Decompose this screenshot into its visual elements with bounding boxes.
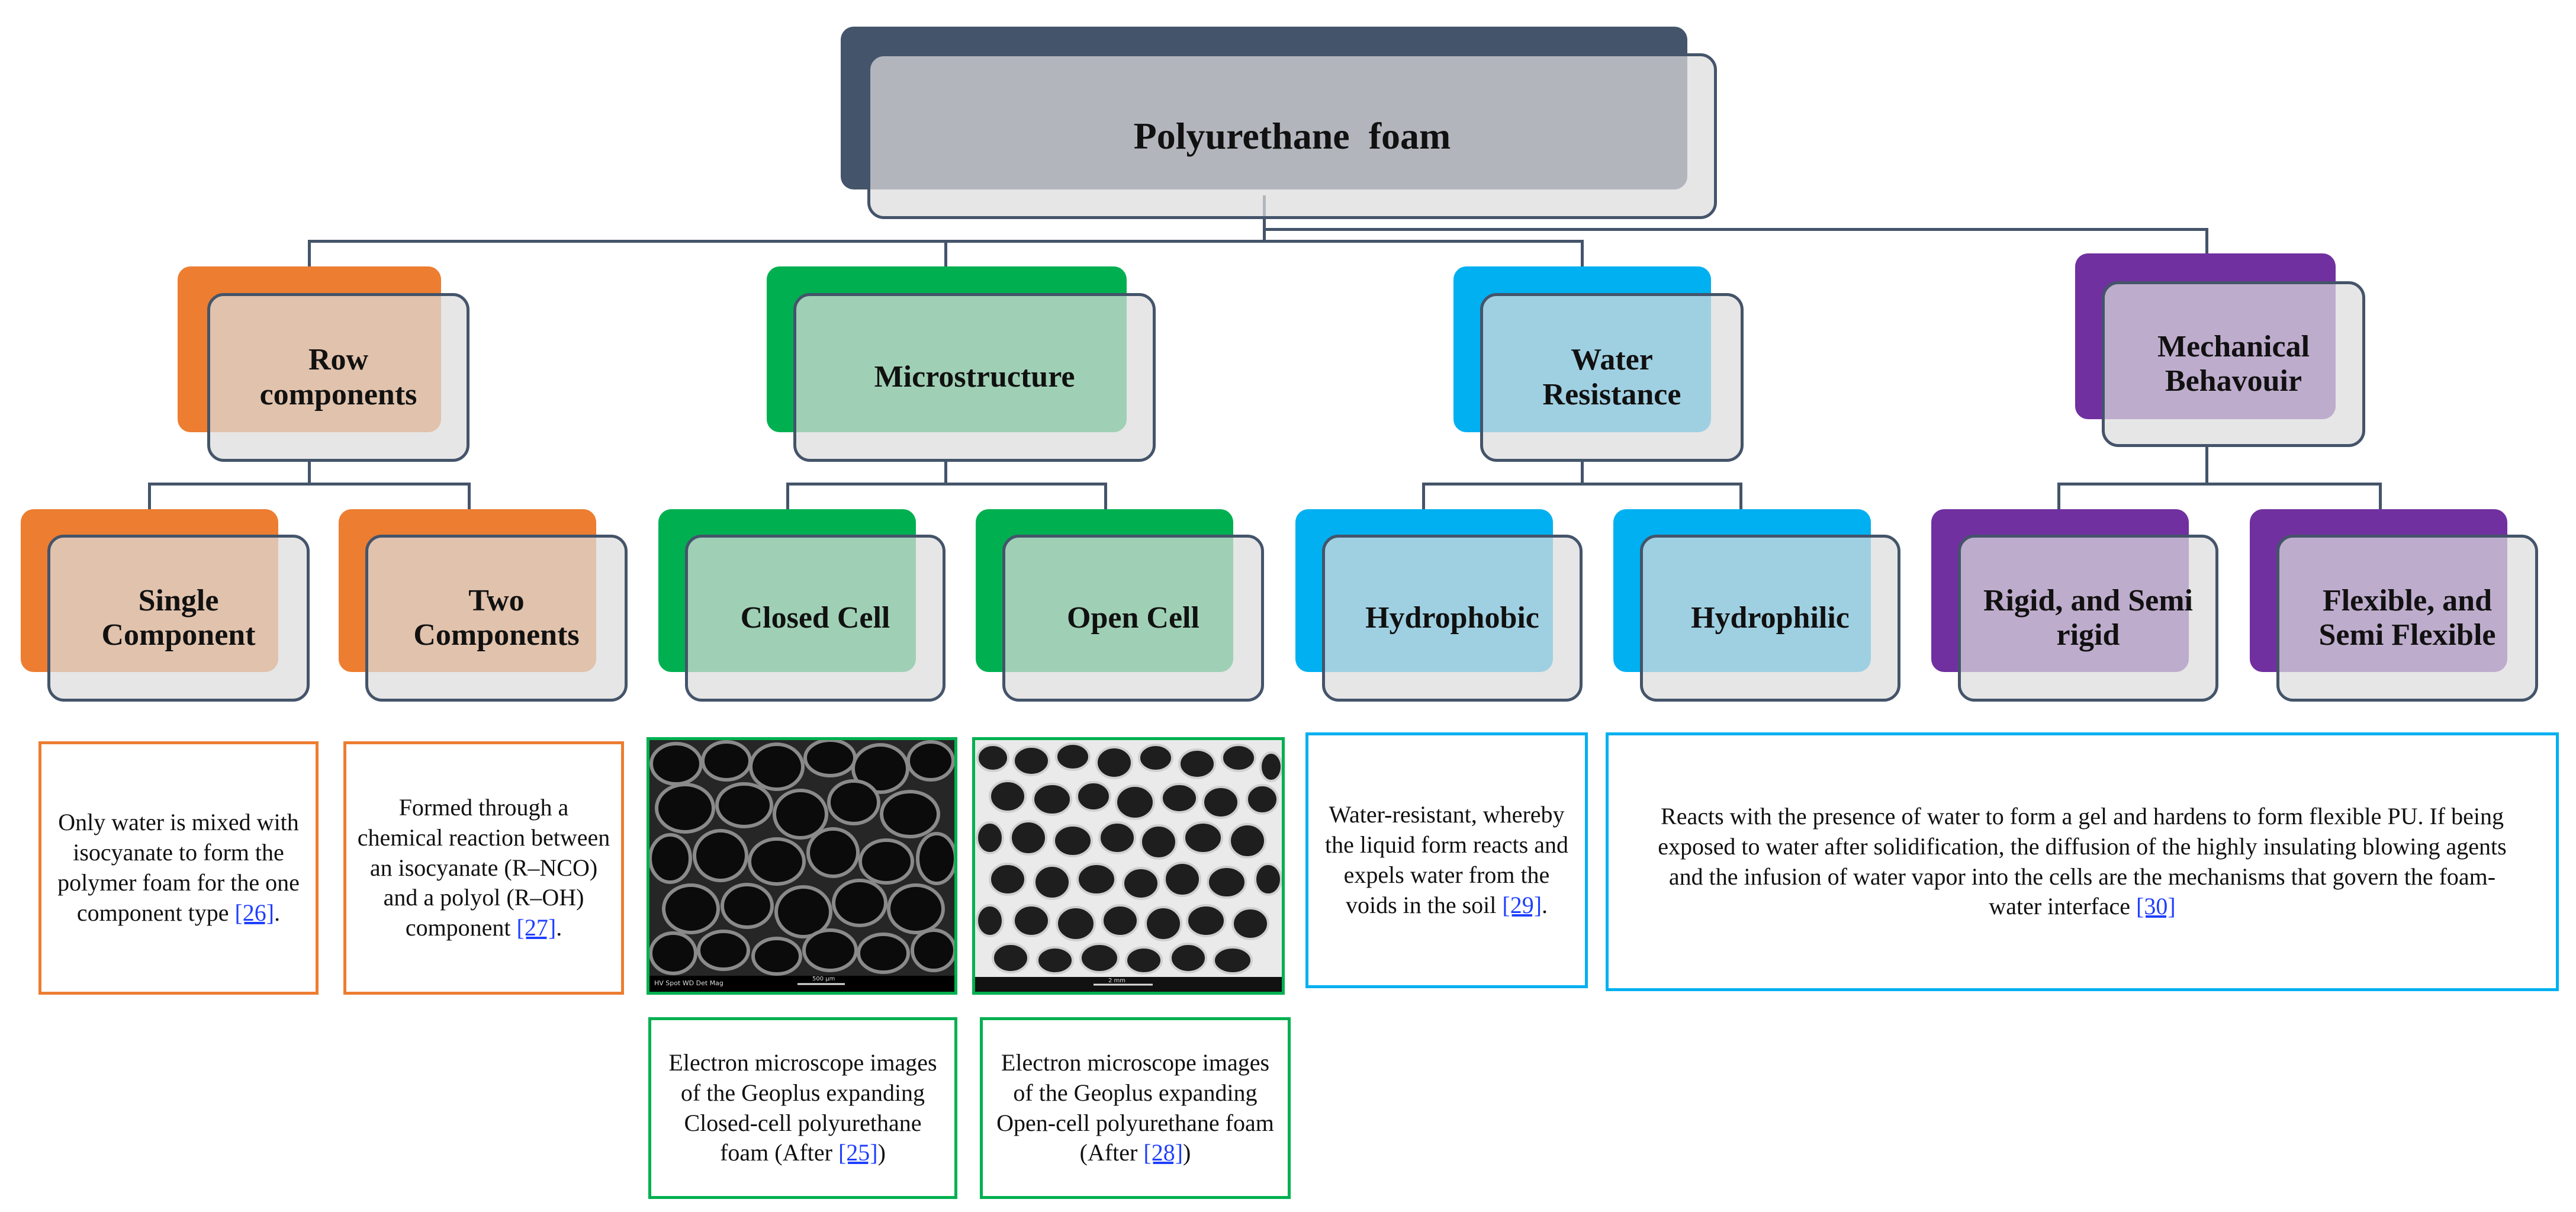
caption-open-cell: Electron microscope images of the Geoplu…	[980, 1017, 1291, 1199]
category-label: Microstructure	[793, 293, 1156, 462]
reference-link[interactable]: [29]	[1502, 891, 1542, 918]
scale-bar-label: 500 µm	[812, 976, 835, 982]
description-hydrophobic: Water-resistant, whereby the liquid form…	[1305, 732, 1588, 988]
description-hydrophilic: Reacts with the presence of water to for…	[1606, 732, 2559, 991]
description-two-components: Formed through a chemical reaction betwe…	[343, 741, 624, 995]
root-node-label: Polyurethane foam	[867, 53, 1717, 219]
reference-link[interactable]: [30]	[2136, 893, 2176, 920]
node-label: Hydrophobic	[1322, 535, 1583, 702]
caption-closed-cell: Electron microscope images of the Geoplu…	[648, 1017, 957, 1199]
open-cell-image: 2 mm	[975, 740, 1282, 992]
open-cell-micrograph: 2 mm	[972, 737, 1285, 995]
closed-cell-micrograph: HV Spot WD Det Mag 500 µm	[647, 737, 957, 995]
reference-link[interactable]: [28]	[1143, 1139, 1184, 1166]
reference-link[interactable]: [25]	[838, 1139, 878, 1166]
scale-bar-label: 2 mm	[1108, 978, 1125, 984]
root-title: Polyurethane foam	[1133, 115, 1451, 157]
node-label: Closed Cell	[685, 535, 946, 702]
reference-link[interactable]: [26]	[234, 899, 275, 926]
node-label: Open Cell	[1002, 535, 1264, 702]
closed-cell-image: HV Spot WD Det Mag 500 µm	[649, 740, 954, 992]
node-label: Hydrophilic	[1640, 535, 1900, 702]
micrograph-footer: HV Spot WD Det Mag	[654, 979, 723, 987]
description-single-component: Only water is mixed with isocyanate to f…	[38, 741, 319, 995]
reference-link[interactable]: [27]	[516, 914, 557, 941]
